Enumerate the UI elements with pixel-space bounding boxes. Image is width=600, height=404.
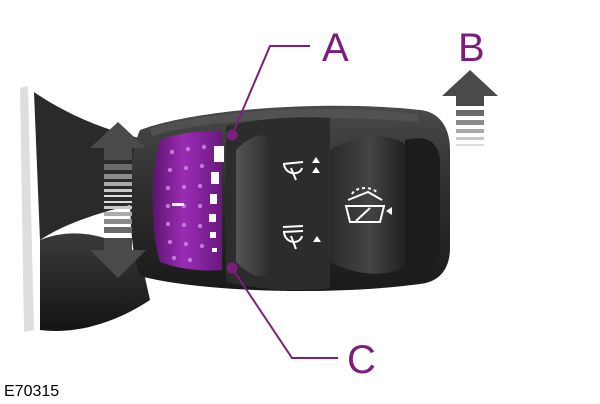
callout-a-dot [227,130,238,141]
wiper-end-cap[interactable] [236,135,440,276]
callout-b-label: B [458,28,485,68]
callout-a-label: A [322,28,349,68]
callout-c-label: C [347,340,376,380]
up-arrow-icon [442,70,498,146]
callout-c-dot [227,263,238,274]
figure-code: E70315 [4,383,59,401]
rotary-ring[interactable] [153,131,225,271]
